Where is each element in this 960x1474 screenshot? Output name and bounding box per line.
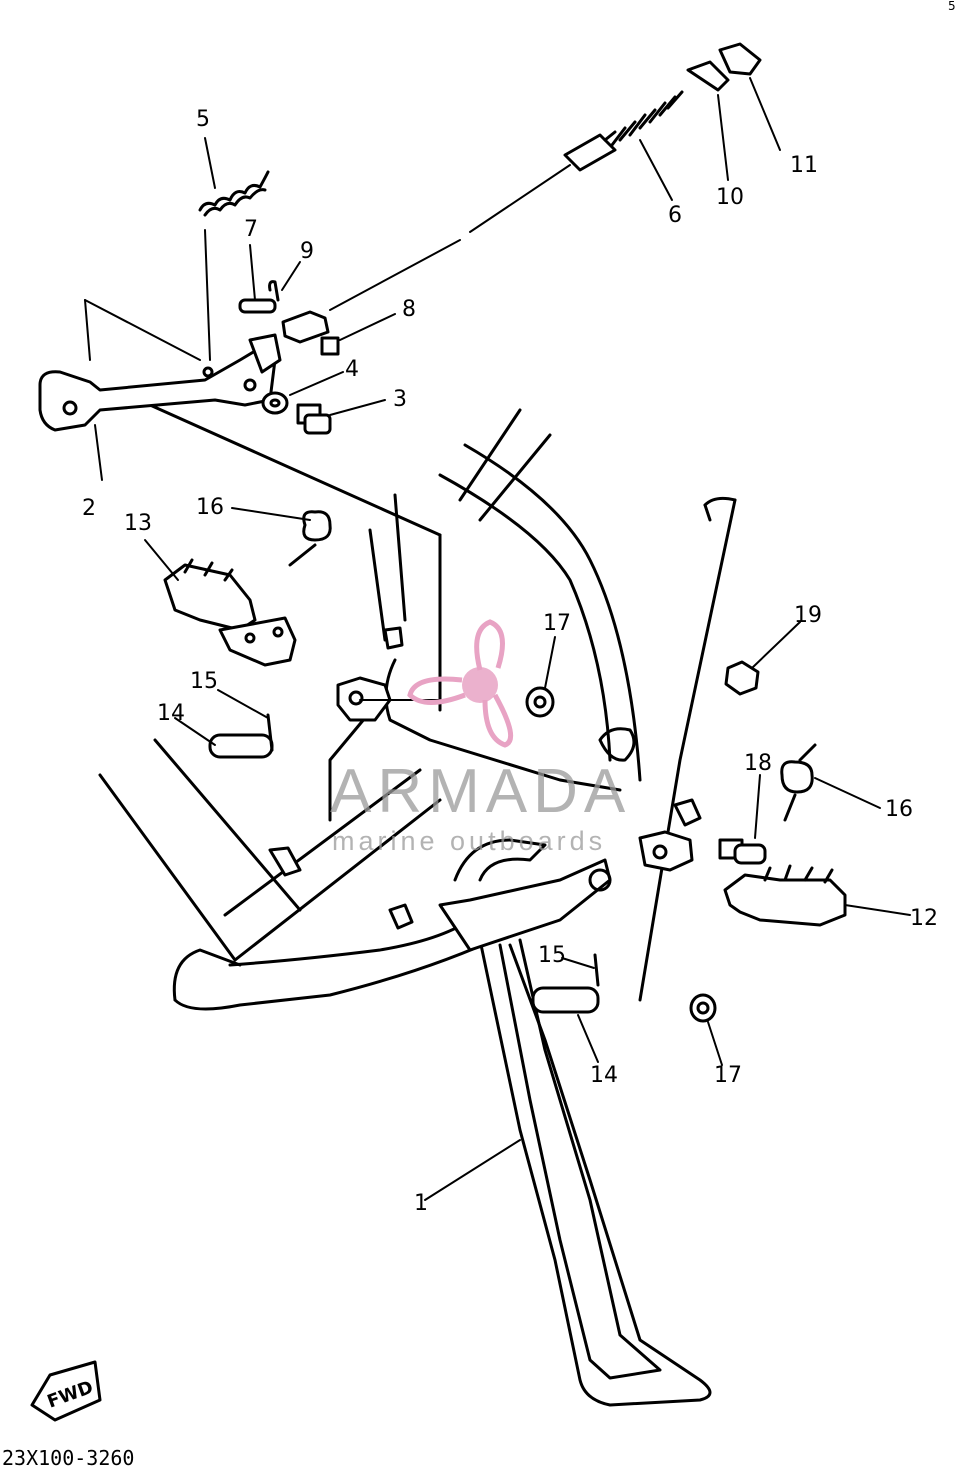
rod-clevis	[281, 310, 330, 344]
adjusting-nut	[718, 42, 762, 76]
callout-15-left: 15	[190, 669, 218, 694]
callout-2: 2	[82, 496, 96, 521]
footrest-spring-right	[780, 743, 817, 822]
left-footrest	[163, 558, 297, 667]
footrest-bracket-right	[638, 798, 702, 872]
watermark-tagline: marine outboards	[332, 826, 606, 856]
callout-6: 6	[668, 203, 682, 228]
callout-9: 9	[300, 239, 314, 264]
propeller-logo-icon	[407, 619, 514, 748]
footrest-bolt	[718, 838, 767, 865]
callout-13: 13	[124, 511, 152, 536]
callout-7: 7	[244, 217, 258, 242]
cotter-pin	[268, 280, 280, 302]
frame-outline	[98, 403, 737, 1011]
right-footrest	[723, 864, 847, 927]
rod-nut	[320, 336, 340, 356]
callout-8: 8	[402, 297, 416, 322]
callout-17-lower: 17	[714, 1063, 742, 1088]
forward-direction-arrow: FWD	[30, 1360, 102, 1422]
pivot-bolt	[296, 403, 332, 435]
bracket-nut	[724, 660, 760, 696]
mount-nut-upper	[525, 686, 555, 718]
callout-12: 12	[910, 906, 938, 931]
callout-16-left: 16	[196, 495, 224, 520]
callout-15-right: 15	[538, 943, 566, 968]
frame-studs	[268, 626, 414, 930]
callout-5: 5	[196, 107, 210, 132]
mount-nut-lower	[689, 993, 717, 1023]
footrest-pivot-pin-right	[531, 986, 600, 1014]
callout-18: 18	[744, 751, 772, 776]
watermark-brand: ARMADA	[330, 757, 631, 826]
side-stand	[438, 838, 712, 1407]
footrest-spring-left	[288, 510, 332, 567]
clevis-pin	[238, 298, 277, 314]
return-spring	[198, 170, 270, 217]
washer	[261, 391, 289, 415]
callout-labels: 1 2 3 4 5 6 7 8 9 10 11 12 13 14 14 15 1…	[82, 107, 938, 1216]
callout-19: 19	[794, 603, 822, 628]
brake-rod	[329, 90, 684, 311]
footrest-cotter-pins	[266, 713, 600, 987]
drawing-code: 23X100-3260	[2, 1446, 134, 1470]
callout-14-right: 14	[590, 1063, 618, 1088]
footrest-pivot-pin-left	[208, 733, 274, 759]
brake-pedal	[38, 229, 282, 432]
callout-14-left: 14	[157, 701, 185, 726]
callout-10: 10	[716, 185, 744, 210]
rod-joint	[686, 60, 730, 92]
callout-16-right: 16	[885, 797, 913, 822]
callout-4: 4	[345, 357, 359, 382]
armada-watermark: ARMADA marine outboards	[330, 619, 631, 856]
callout-1: 1	[414, 1191, 428, 1216]
callout-3: 3	[393, 387, 407, 412]
callout-11: 11	[790, 153, 818, 178]
corner-mark: 5	[948, 0, 956, 13]
callout-17-upper: 17	[543, 611, 571, 636]
